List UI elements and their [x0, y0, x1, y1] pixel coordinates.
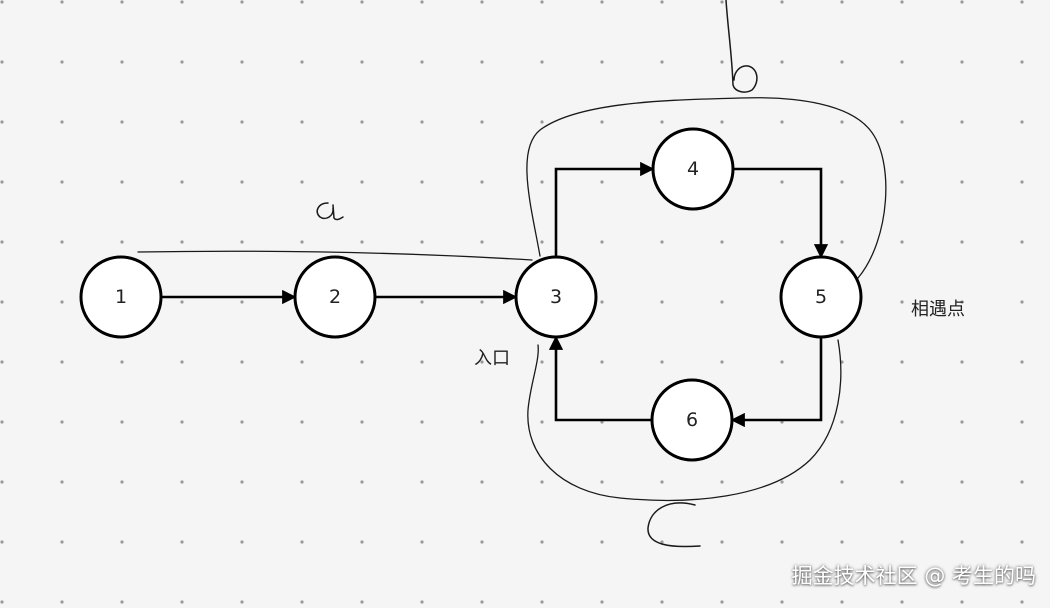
node-label: 4: [687, 158, 699, 180]
node-circle: [293, 255, 377, 339]
edges: [161, 161, 829, 428]
meeting-point-label: 相遇点: [911, 299, 965, 320]
node-1: 1: [79, 255, 163, 339]
loop-outline-sketch: [526, 97, 887, 279]
node-label: 1: [115, 286, 127, 308]
edge-6-to-3: [548, 335, 652, 422]
node-circle: [779, 255, 863, 339]
node-4: 4: [651, 127, 735, 211]
label-b-sketch: [725, 0, 758, 93]
nodes: 1 2 3 4 5 6: [79, 127, 863, 462]
edge-5-to-6: [730, 337, 823, 428]
edge-3-to-4: [554, 161, 655, 257]
node-5: 5: [779, 255, 863, 339]
edge-4-to-5: [733, 167, 829, 259]
entrance-label: 入口: [474, 348, 510, 369]
node-label: 3: [550, 286, 562, 308]
watermark: 掘金技术社区 @ 考生的吗: [791, 564, 1036, 588]
node-label: 5: [815, 286, 827, 308]
node-3: 3: [514, 255, 598, 339]
node-6: 6: [650, 378, 734, 462]
node-circle: [79, 255, 163, 339]
loop-lower-sketch: [527, 339, 842, 502]
node-2: 2: [293, 255, 377, 339]
node-circle: [514, 255, 598, 339]
node-circle: [650, 378, 734, 462]
path-a-sketch: [137, 250, 533, 261]
node-circle: [651, 127, 735, 211]
node-label: 2: [329, 286, 341, 308]
node-label: 6: [686, 409, 698, 431]
label-c-sketch: [647, 502, 701, 548]
label-a-sketch: [316, 202, 344, 221]
